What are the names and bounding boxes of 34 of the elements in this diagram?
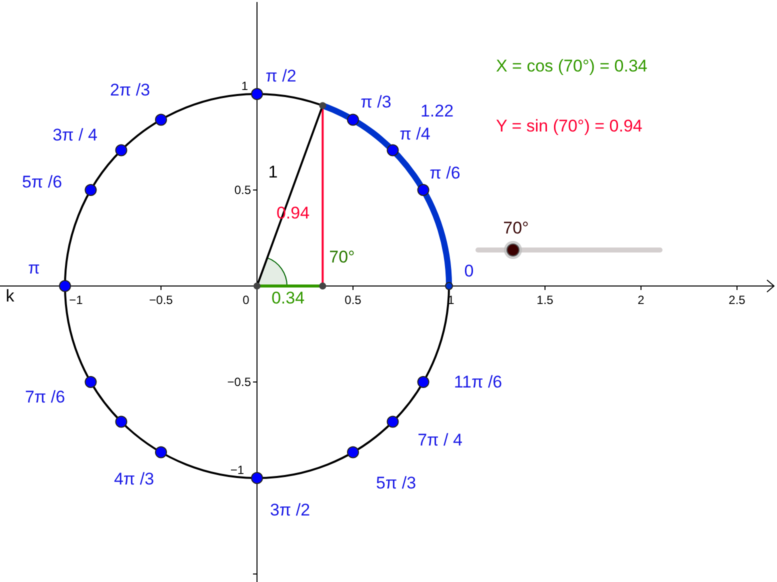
angle-label: 3π /2 (270, 502, 310, 518)
tick-label: −0.5 (149, 294, 173, 306)
tick-label: −1 (69, 294, 83, 306)
tick-label: 0.5 (234, 184, 251, 196)
angle-label: 5π /3 (376, 474, 416, 492)
tick-label: 1 (241, 80, 248, 92)
angle-label: 0 (464, 262, 474, 280)
formula-text: Y = sin (70°) = 0.94 (496, 118, 642, 134)
arc-length-label: 1.22 (420, 102, 454, 120)
tick-label: 0.5 (344, 294, 362, 306)
tick-label: 2 (638, 294, 644, 306)
angle-label: 70° (329, 248, 355, 266)
angle-label: 2π /3 (110, 82, 150, 98)
angle-label: π /4 (400, 126, 430, 142)
tick-label: −1 (230, 464, 244, 476)
length-label: 1 (268, 164, 278, 180)
angle-label: π (28, 260, 40, 276)
tick-label: 0 (242, 294, 250, 306)
angle-label: 11π /6 (454, 374, 502, 390)
angle-label: π /2 (266, 68, 296, 84)
angle-label: 5π /6 (22, 174, 62, 190)
angle-label: 7π /6 (24, 388, 66, 406)
tick-label: 1.5 (536, 294, 554, 306)
tick-label: −0.5 (227, 376, 251, 388)
tick-label: 2.5 (728, 294, 746, 306)
angle-label: π /6 (430, 164, 460, 182)
angle-label: 7π / 4 (418, 432, 462, 448)
slider-value: 70° (503, 220, 529, 236)
angle-label: 3π / 4 (52, 126, 98, 144)
angle-label: 4π /3 (114, 470, 154, 488)
formula-text: X = cos (70°) = 0.34 (496, 58, 648, 74)
angle-label: π /3 (360, 94, 392, 110)
value-label: 0.34 (271, 290, 305, 306)
axis-label: k (6, 288, 14, 304)
